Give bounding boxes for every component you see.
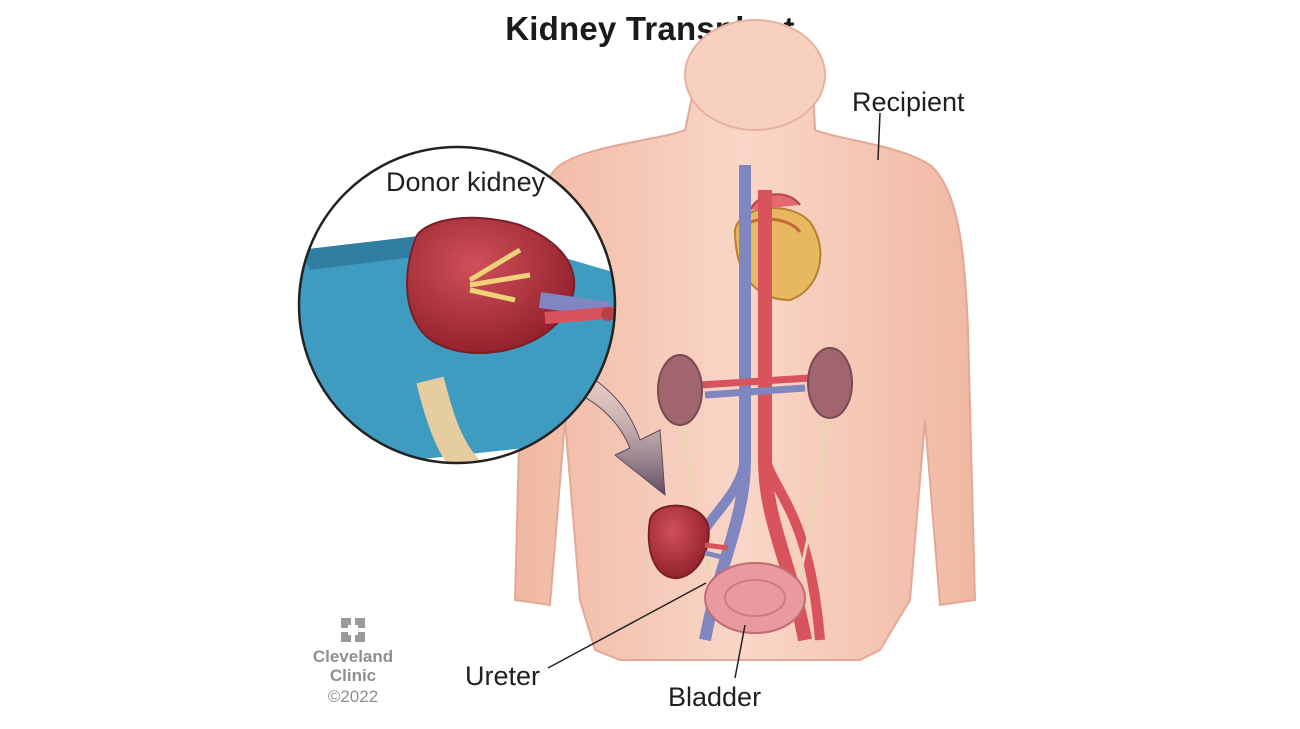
native-kidney-right xyxy=(807,347,853,419)
credit-line1: Cleveland xyxy=(312,647,394,666)
credit-line3: ©2022 xyxy=(327,687,379,706)
recipient-leader xyxy=(877,112,881,161)
ureter-leader xyxy=(547,582,707,669)
cleveland-clinic-logo: Cleveland Clinic ©2022 xyxy=(308,617,398,709)
bladder-leader xyxy=(734,624,746,679)
label-recipient: Recipient xyxy=(852,87,965,117)
transplanted-kidney xyxy=(647,504,729,580)
credit-line2: Clinic xyxy=(329,666,377,685)
bladder-organ xyxy=(704,562,806,634)
label-ureter: Ureter xyxy=(465,661,541,691)
donor-kidney-inset xyxy=(297,145,617,465)
label-donor-kidney: Donor kidney xyxy=(386,167,546,197)
cleveland-clinic-icon xyxy=(341,618,365,642)
native-kidney-left xyxy=(657,354,703,426)
label-bladder: Bladder xyxy=(668,682,762,712)
